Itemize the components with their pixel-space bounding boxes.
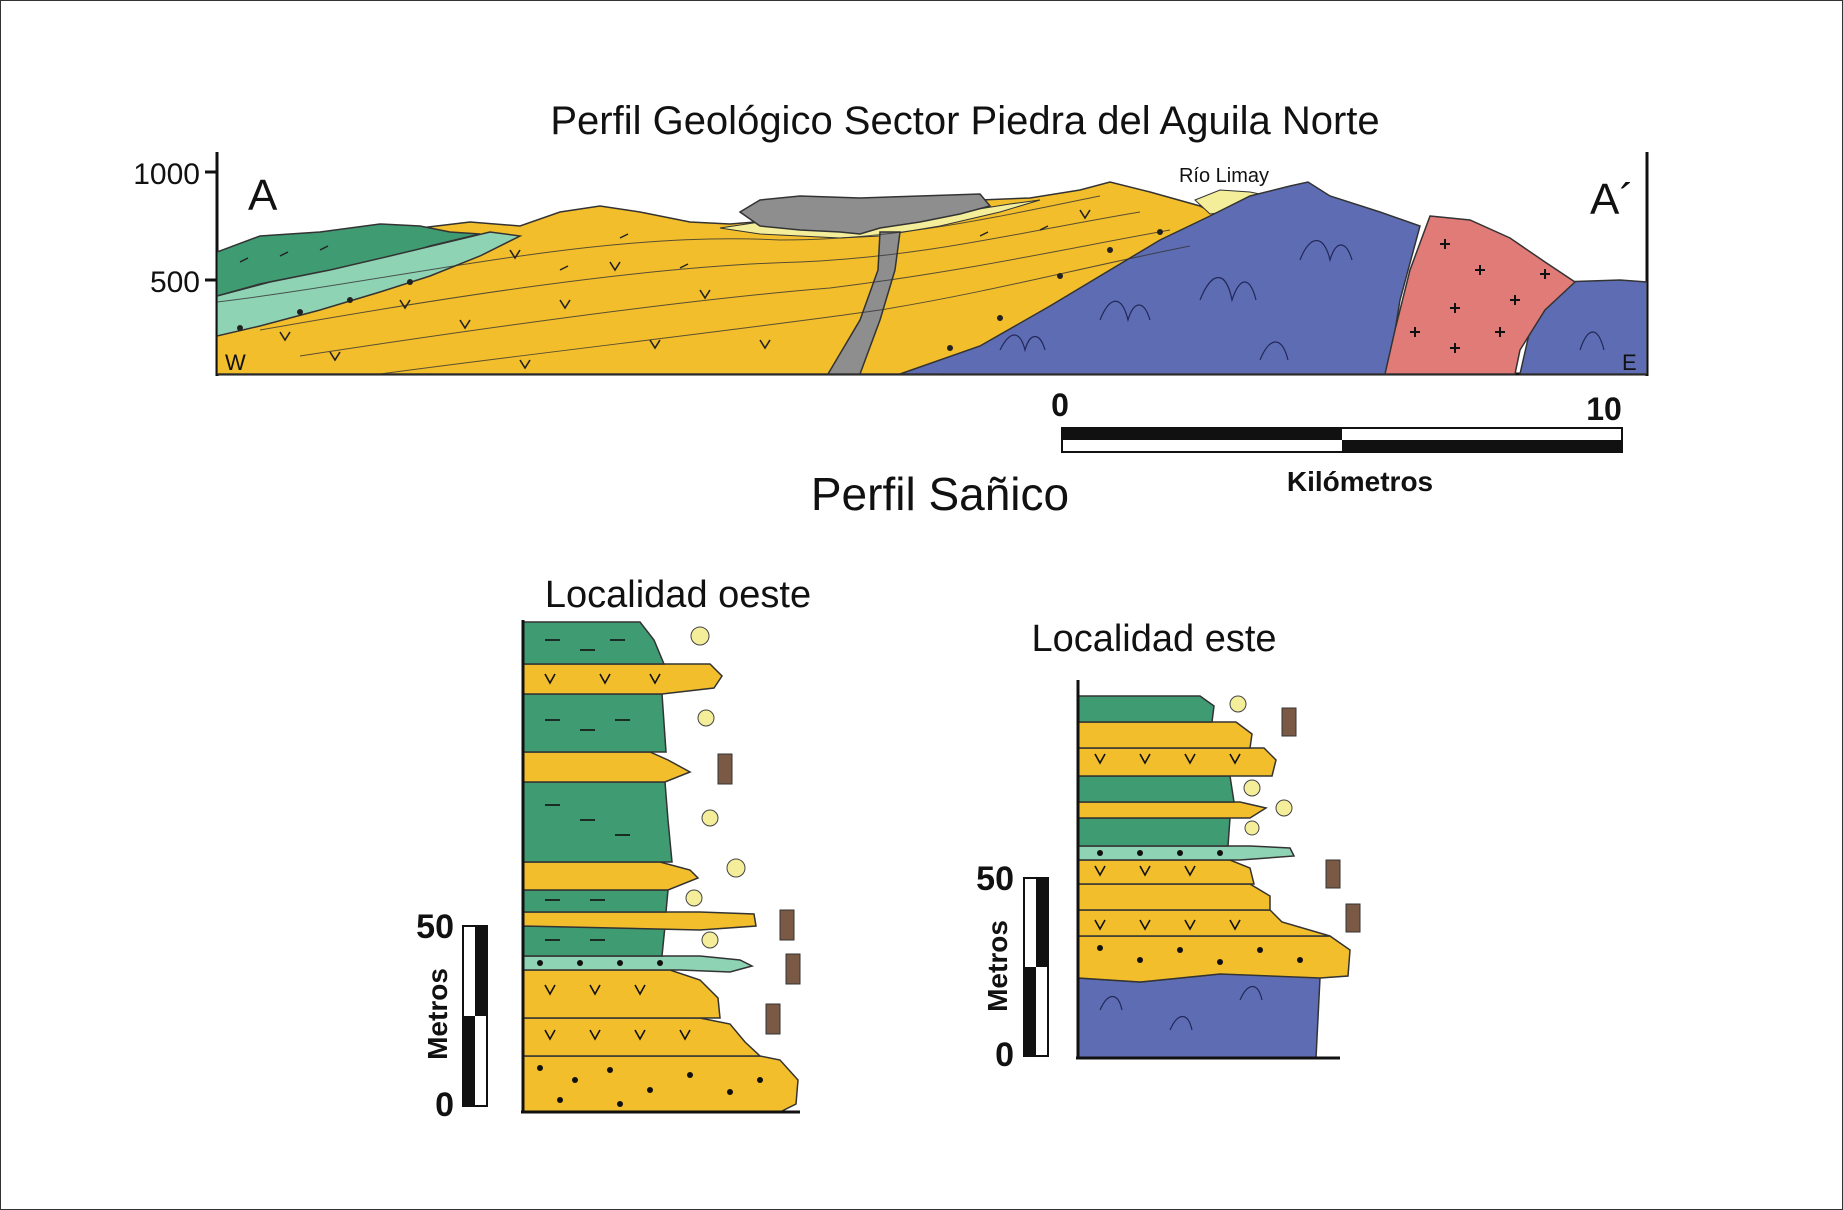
west-column (521, 620, 800, 1114)
ammonite-icon (701, 809, 719, 827)
east-bed-yellow-top (1077, 859, 1255, 885)
profile-label-a-prime: A´ (1590, 175, 1634, 224)
east-bed-tuff-1 (1077, 909, 1331, 937)
section-title: Perfil Sañico (811, 468, 1069, 520)
river-label: Río Limay (1179, 165, 1269, 187)
east-bed-yellow-1 (1077, 801, 1268, 819)
wood-fossil-icon (1281, 707, 1297, 737)
west-bed-shale-1 (522, 925, 666, 957)
ammonite-icon (697, 709, 715, 727)
west-bed-shale-2 (522, 889, 669, 913)
profile-title: Perfil Geológico Sector Piedra del Aguil… (550, 99, 1379, 143)
west-bed-yellow-1 (522, 911, 757, 931)
east-bed-yellow-2 (1077, 747, 1277, 777)
east-bed-basement (1077, 971, 1321, 1059)
east-scale-bottom: 0 (995, 1036, 1014, 1074)
wood-fossil-icon (785, 953, 801, 985)
km-scale-bar (1061, 427, 1623, 453)
basalt-flow (738, 193, 992, 235)
scale-end-label: 10 (1586, 391, 1622, 427)
west-bed-shale-top (522, 621, 666, 665)
east-bed-yellow-3 (1077, 721, 1253, 749)
ammonite-icon (701, 931, 719, 949)
wood-fossil-icon (1325, 859, 1341, 889)
ammonite-icon (1275, 799, 1293, 817)
wood-fossil-icon (779, 909, 795, 941)
west-bed-yellow-2 (522, 861, 700, 891)
direction-west: W (225, 350, 246, 375)
basalt-dyke (826, 231, 901, 375)
light-green-conglomerate (217, 231, 523, 337)
east-meter-scale (1023, 877, 1049, 1057)
direction-east: E (1622, 350, 1637, 375)
east-bed-conglomerate (1077, 935, 1351, 983)
west-bed-shale-4 (522, 693, 667, 753)
wood-fossil-icon (717, 753, 733, 785)
scale-unit-label: Kilómetros (1287, 466, 1433, 497)
wood-fossil-icon (1345, 903, 1361, 933)
east-bed-tuff-2 (1077, 883, 1271, 911)
west-scale-bottom: 0 (435, 1086, 454, 1124)
west-column-title: Localidad oeste (545, 574, 811, 616)
ammonite-icon (726, 858, 746, 878)
east-bed-green-cong (1077, 845, 1296, 861)
metamorphic-basement (899, 181, 1421, 375)
east-bed-shale-top (1077, 695, 1215, 723)
east-scale-unit: Metros (982, 920, 1013, 1012)
east-bed-shale-2 (1077, 775, 1235, 803)
ammonite-icon (1243, 779, 1261, 797)
wood-fossil-icon (765, 1003, 781, 1035)
profile-cross-section (217, 181, 1647, 375)
east-scale-top: 50 (976, 860, 1014, 898)
ammonite-icon (685, 889, 703, 907)
granite-intrusion (1384, 215, 1577, 375)
ammonite-icon (690, 626, 710, 646)
y-tick-500: 500 (150, 266, 200, 299)
west-bed-shale-3 (522, 781, 673, 863)
west-scale-unit: Metros (422, 968, 453, 1060)
west-bed-tuff-2 (522, 969, 721, 1019)
east-column-title: Localidad este (1031, 618, 1276, 660)
west-bed-conglomerate (522, 1055, 799, 1113)
west-meter-scale (462, 925, 488, 1107)
scale-start-label: 0 (1051, 387, 1069, 423)
west-bed-green-cong (522, 955, 755, 973)
east-bed-shale-1 (1077, 817, 1231, 847)
east-column (1076, 680, 1351, 1060)
ammonite-icon (1229, 695, 1247, 713)
y-tick-1000: 1000 (133, 158, 200, 191)
west-bed-yellow-3 (522, 751, 692, 783)
west-scale-top: 50 (416, 908, 454, 946)
west-fossils (685, 626, 801, 1035)
ammonite-icon (1244, 820, 1260, 836)
profile-label-a: A (248, 171, 278, 220)
east-fossils (1229, 695, 1361, 933)
